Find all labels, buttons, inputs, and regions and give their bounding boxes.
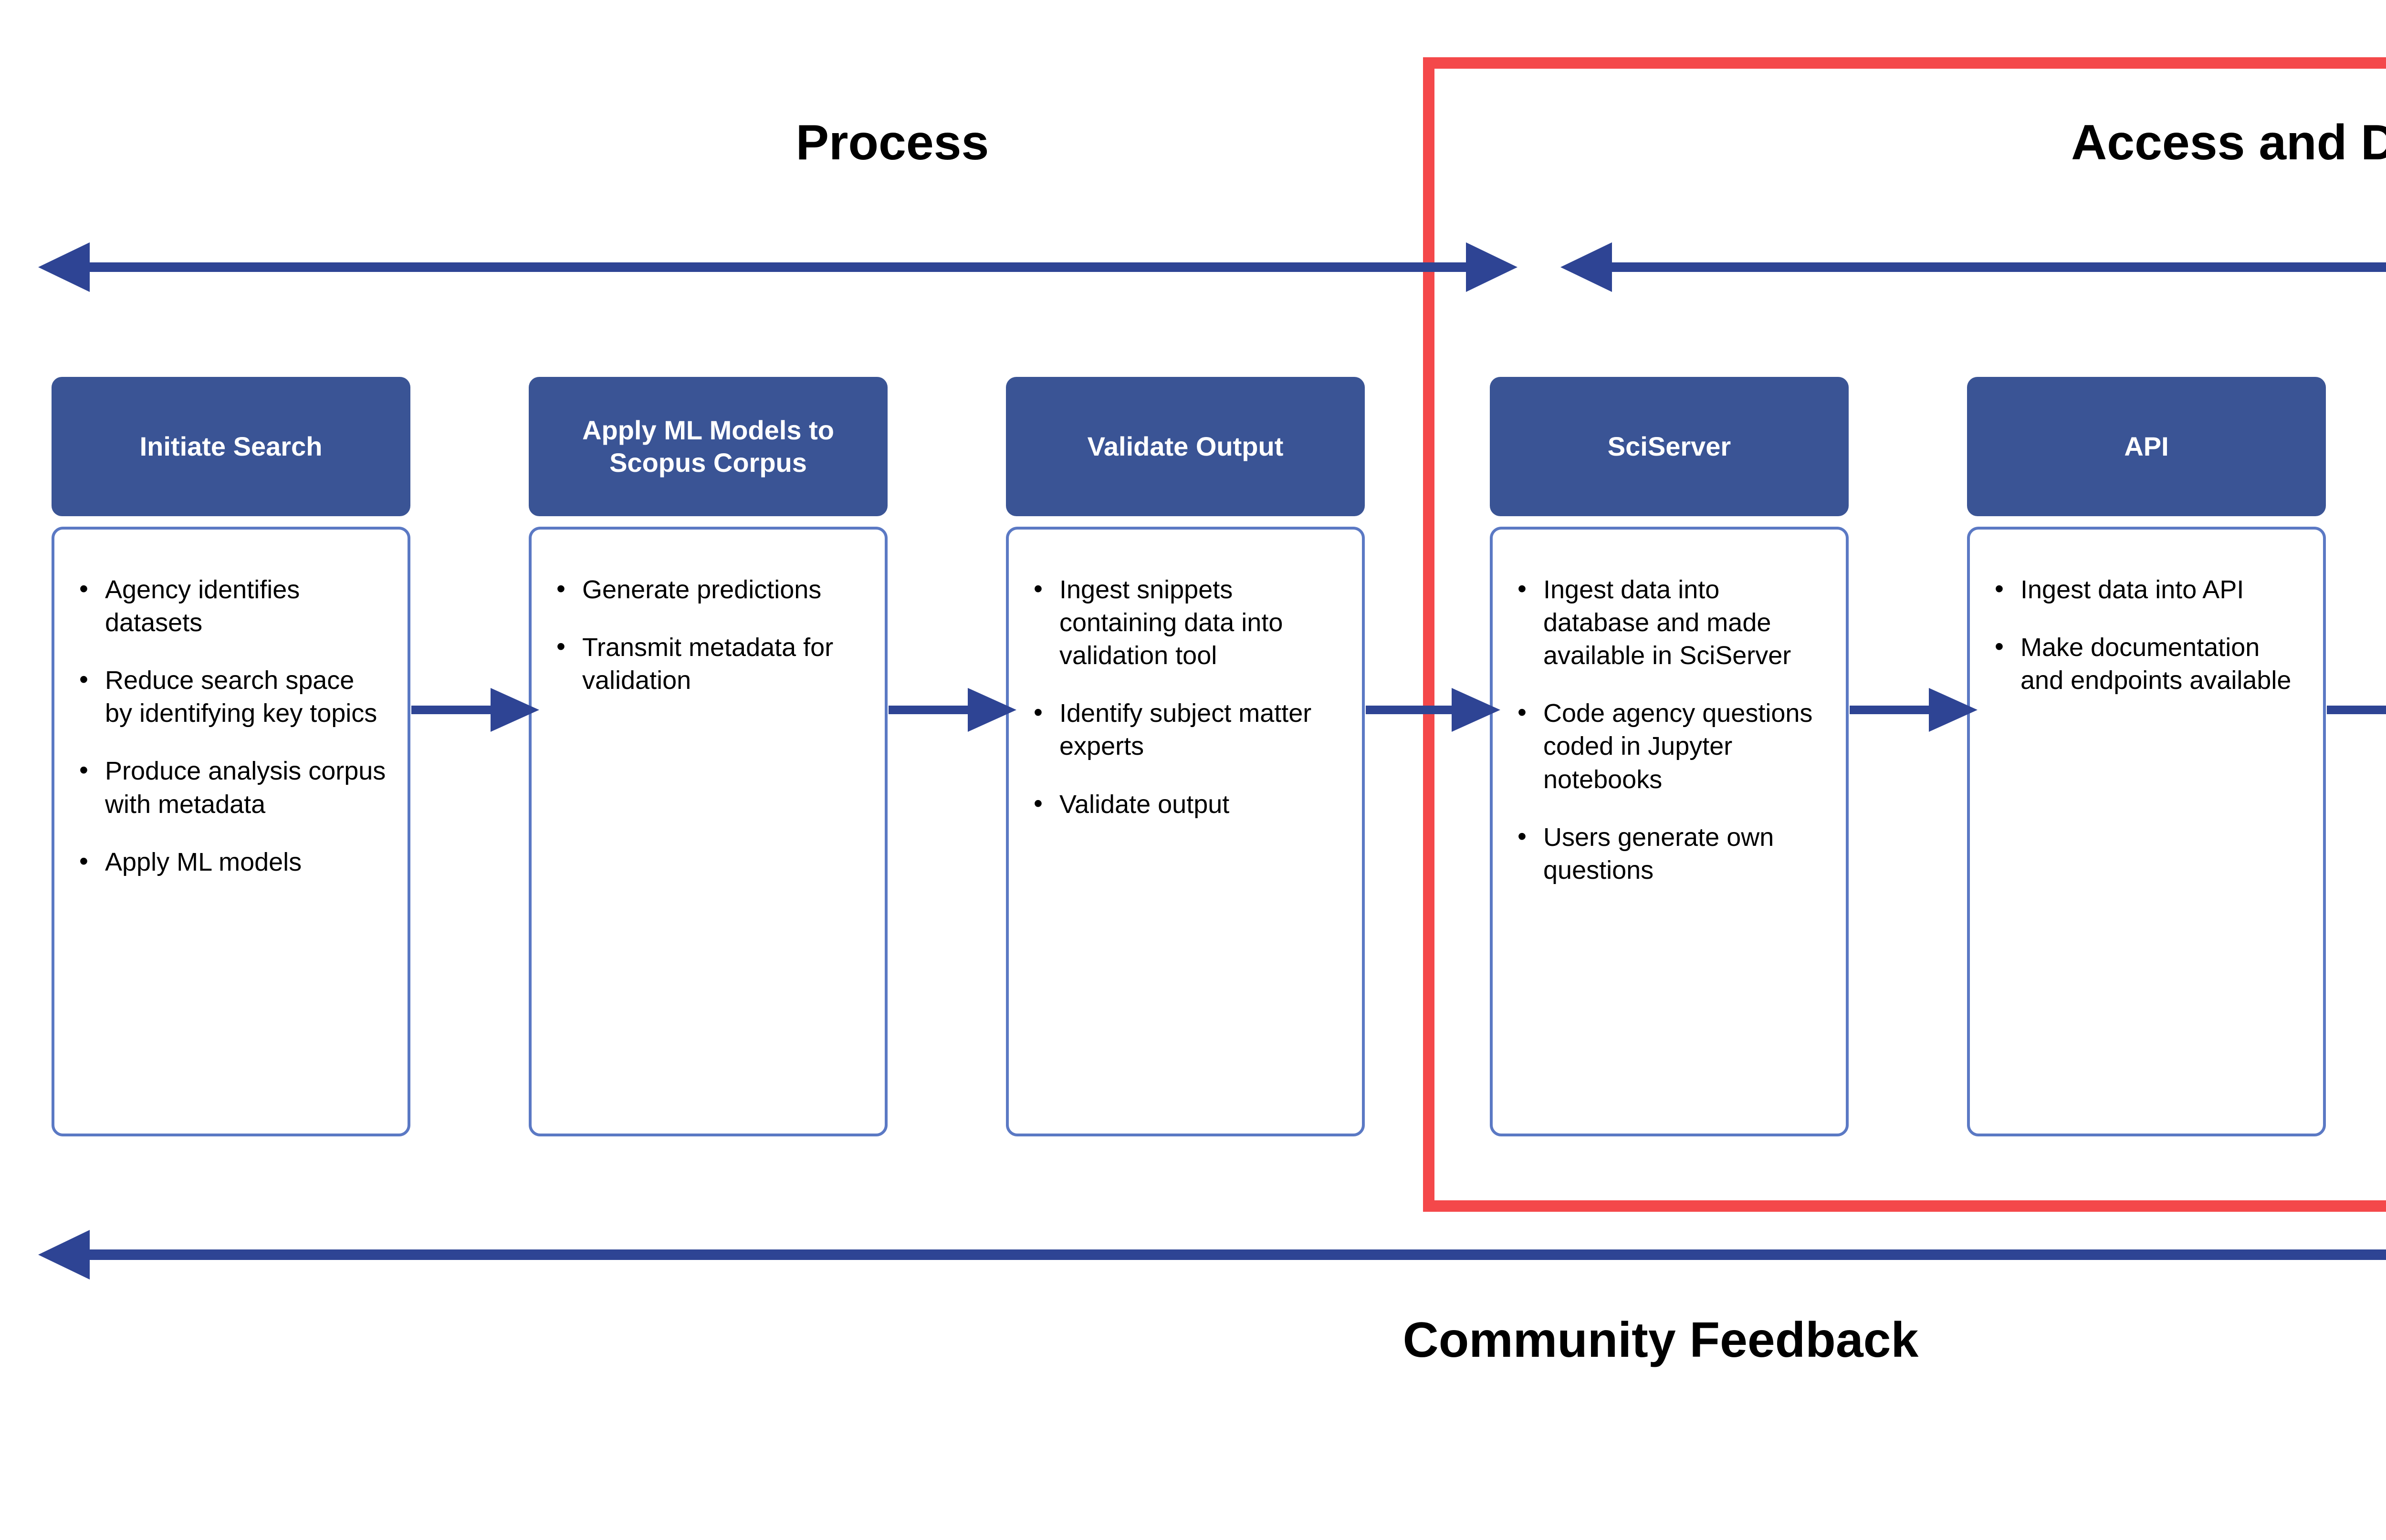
bullet-item: Validate output [1030,787,1343,821]
stage-card-api[interactable]: API Ingest data into API Make documentat… [1967,377,2326,1136]
bullet-item: Agency identifies datasets [75,572,388,639]
bullet-list: Ingest data into API Make documentation … [1991,572,2304,697]
bullet-item: Generate predictions [553,572,866,606]
bullet-item: Transmit metadata for validation [553,630,866,697]
phase-title-process: Process [795,115,989,170]
bullet-item: Users generate own questions [1514,820,1827,887]
stage-body-sciserver: Ingest data into database and made avail… [1490,527,1849,1136]
community-feedback-arrow [38,1226,2386,1283]
bullet-item: Ingest data into API [1991,572,2304,606]
access-and-disseminate-span-arrow [1560,239,2386,296]
bullet-list: Generate predictions Transmit metadata f… [553,572,866,697]
bullet-item: Reduce search space by identifying key t… [75,663,388,730]
stage-body-validate-output: Ingest snippets containing data into val… [1006,527,1365,1136]
stage-card-validate-output[interactable]: Validate Output Ingest snippets containi… [1006,377,1365,1136]
connector-arrow-apply-ml-models-to-validate-output [889,686,1016,734]
stage-card-sciserver[interactable]: SciServer Ingest data into database and … [1490,377,1849,1136]
stage-body-api: Ingest data into API Make documentation … [1967,527,2326,1136]
stage-body-initiate-search: Agency identifies datasets Reduce search… [52,527,410,1136]
stage-body-apply-ml-models-to-scopus-corpus: Generate predictions Transmit metadata f… [529,527,888,1136]
bullet-item: Code agency questions coded in Jupyter n… [1514,696,1827,796]
stage-header-sciserver: SciServer [1490,377,1849,516]
stage-header-validate-output: Validate Output [1006,377,1365,516]
bullet-item: Make documentation and endpoints availab… [1991,630,2304,697]
connector-arrow-sciserver-to-api [1850,686,1978,734]
bullet-list: Ingest snippets containing data into val… [1030,572,1343,821]
community-feedback-label: Community Feedback [1402,1312,1919,1368]
bullet-list: Agency identifies datasets Reduce search… [75,572,388,879]
bullet-item: Ingest data into database and made avail… [1514,572,1827,672]
stage-card-apply-ml-models-to-scopus-corpus[interactable]: Apply ML Models to Scopus Corpus Generat… [529,377,888,1136]
bullet-item: Ingest snippets containing data into val… [1030,572,1343,672]
stage-header-api: API [1967,377,2326,516]
stage-card-initiate-search[interactable]: Initiate Search Agency identifies datase… [52,377,410,1136]
connector-arrow-validate-output-to-sciserver [1366,686,1500,734]
bullet-item: Identify subject matter experts [1030,696,1343,763]
stage-header-initiate-search: Initiate Search [52,377,410,516]
bullet-item: Produce analysis corpus with metadata [75,754,388,821]
process-span-arrow [38,239,1517,296]
connector-arrow-initiate-search-to-apply-ml-models [411,686,539,734]
bullet-list: Ingest data into database and made avail… [1514,572,1827,887]
phase-title-access-and-disseminate: Access and Disseminate [2071,115,2386,170]
stage-header-apply-ml-models-to-scopus-corpus: Apply ML Models to Scopus Corpus [529,377,888,516]
connector-arrow-api-to-researcher-dashboard [2327,686,2386,734]
bullet-item: Apply ML models [75,845,388,879]
